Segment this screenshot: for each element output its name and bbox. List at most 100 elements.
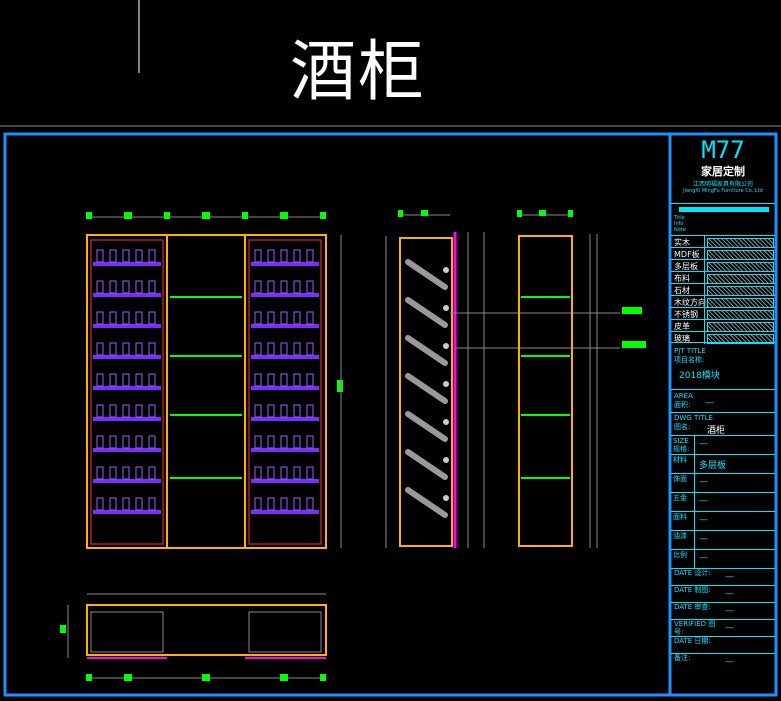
bottle-mark: [254, 249, 262, 263]
bottle-mark: [267, 373, 275, 387]
spec-row: 油漆—: [671, 530, 775, 550]
date-label: DATE 设计:: [674, 569, 711, 577]
bottle: [405, 449, 448, 480]
dimension-labels: [86, 212, 343, 392]
spec-row: SIZE 规格:—: [671, 435, 775, 455]
date-label: DATE 制图:: [674, 586, 711, 594]
project-name: 2018模块: [679, 371, 720, 381]
bottle-mark: [122, 404, 130, 418]
bottle: [405, 373, 448, 404]
dwg-title-label-cn: 图名:: [674, 423, 691, 431]
spec-label: 五金: [673, 494, 687, 502]
bottle-mark: [148, 466, 156, 480]
bottle-mark: [254, 435, 262, 449]
date-label: 备注:: [674, 654, 691, 662]
bottle-mark: [280, 249, 288, 263]
bottle-mark: [280, 311, 288, 325]
material-row: 玻璃: [671, 331, 775, 344]
bottle-mark: [148, 435, 156, 449]
bottle-mark: [267, 342, 275, 356]
bottle-mark: [109, 249, 117, 263]
spec-value: —: [699, 553, 708, 563]
date-value: —: [725, 657, 734, 667]
spec-row: 比例—: [671, 549, 775, 569]
area-label-cn: 面积:: [674, 401, 691, 409]
bottle-mark: [135, 466, 143, 480]
bottle-mark: [122, 280, 130, 294]
rack-shelf: [251, 448, 319, 452]
bottle-mark: [135, 280, 143, 294]
bottle-mark: [293, 342, 301, 356]
right-door: [248, 239, 322, 545]
info-bar: [679, 207, 769, 212]
material-label: 玻璃: [674, 334, 690, 343]
rack-shelf: [251, 324, 319, 328]
bottle-mark: [109, 311, 117, 325]
bottle-mark: [96, 280, 104, 294]
rack-shelf: [251, 262, 319, 266]
info-line: Note: [674, 227, 686, 233]
spec-row: 面料—: [671, 511, 775, 531]
rack-peg: [443, 305, 449, 311]
bottle-mark: [254, 466, 262, 480]
side-section: [385, 210, 646, 548]
spec-row: 饰面—: [671, 473, 775, 493]
bottle-mark: [96, 311, 104, 325]
bottle-mark: [109, 466, 117, 480]
rack-peg: [443, 267, 449, 273]
date-label: VERIFIED 图号:: [674, 620, 716, 636]
dwg-title-label: DWG TITLE: [674, 414, 713, 422]
bottle-mark: [306, 249, 314, 263]
bottle-mark: [293, 373, 301, 387]
bottle-mark: [293, 497, 301, 511]
bottle-mark: [254, 404, 262, 418]
bottle-mark: [280, 435, 288, 449]
title-block: M77 家居定制 江西明福家具有限公司 JiangXi MingFu Furni…: [671, 135, 775, 694]
project-title-label: PJT TITLE: [674, 347, 706, 355]
drawing-title: 酒柜: [290, 33, 426, 110]
rack-peg: [443, 343, 449, 349]
bottle-mark: [267, 311, 275, 325]
rack-peg: [443, 495, 449, 501]
bottle-mark: [148, 497, 156, 511]
plan-view: [60, 593, 327, 681]
bottle-mark: [148, 342, 156, 356]
rack-shelf: [93, 293, 161, 297]
bottle-mark: [267, 404, 275, 418]
spec-value: —: [699, 496, 708, 506]
bottle-mark: [267, 249, 275, 263]
bottle-mark: [293, 311, 301, 325]
company-logo: M77: [701, 136, 745, 164]
date-label: DATE 日期:: [674, 637, 711, 645]
rack-peg: [443, 457, 449, 463]
bottle-mark: [306, 311, 314, 325]
area-value: —: [705, 398, 714, 408]
rack-shelf: [251, 293, 319, 297]
bottle-mark: [293, 435, 301, 449]
bottle-mark: [148, 311, 156, 325]
bottle-mark: [96, 373, 104, 387]
bottle-mark: [280, 280, 288, 294]
bottle-mark: [280, 373, 288, 387]
bottle-mark: [122, 373, 130, 387]
rack-shelf: [251, 510, 319, 514]
bottle-mark: [280, 466, 288, 480]
bottle-mark: [109, 342, 117, 356]
bottle-mark: [135, 373, 143, 387]
date-label: DATE 审查:: [674, 603, 711, 611]
bottle-mark: [122, 466, 130, 480]
bottle-mark: [96, 404, 104, 418]
bottle-mark: [109, 373, 117, 387]
bottle-mark: [148, 404, 156, 418]
rack-peg: [443, 381, 449, 387]
spec-label: 饰面: [673, 475, 687, 483]
bottle-mark: [254, 311, 262, 325]
date-row: 备注: —: [671, 653, 775, 671]
info-line: Info: [674, 221, 684, 227]
date-value: —: [725, 589, 734, 599]
bottle-mark: [254, 280, 262, 294]
bottle-mark: [135, 497, 143, 511]
bottle: [405, 335, 448, 366]
bottles: [405, 259, 449, 518]
